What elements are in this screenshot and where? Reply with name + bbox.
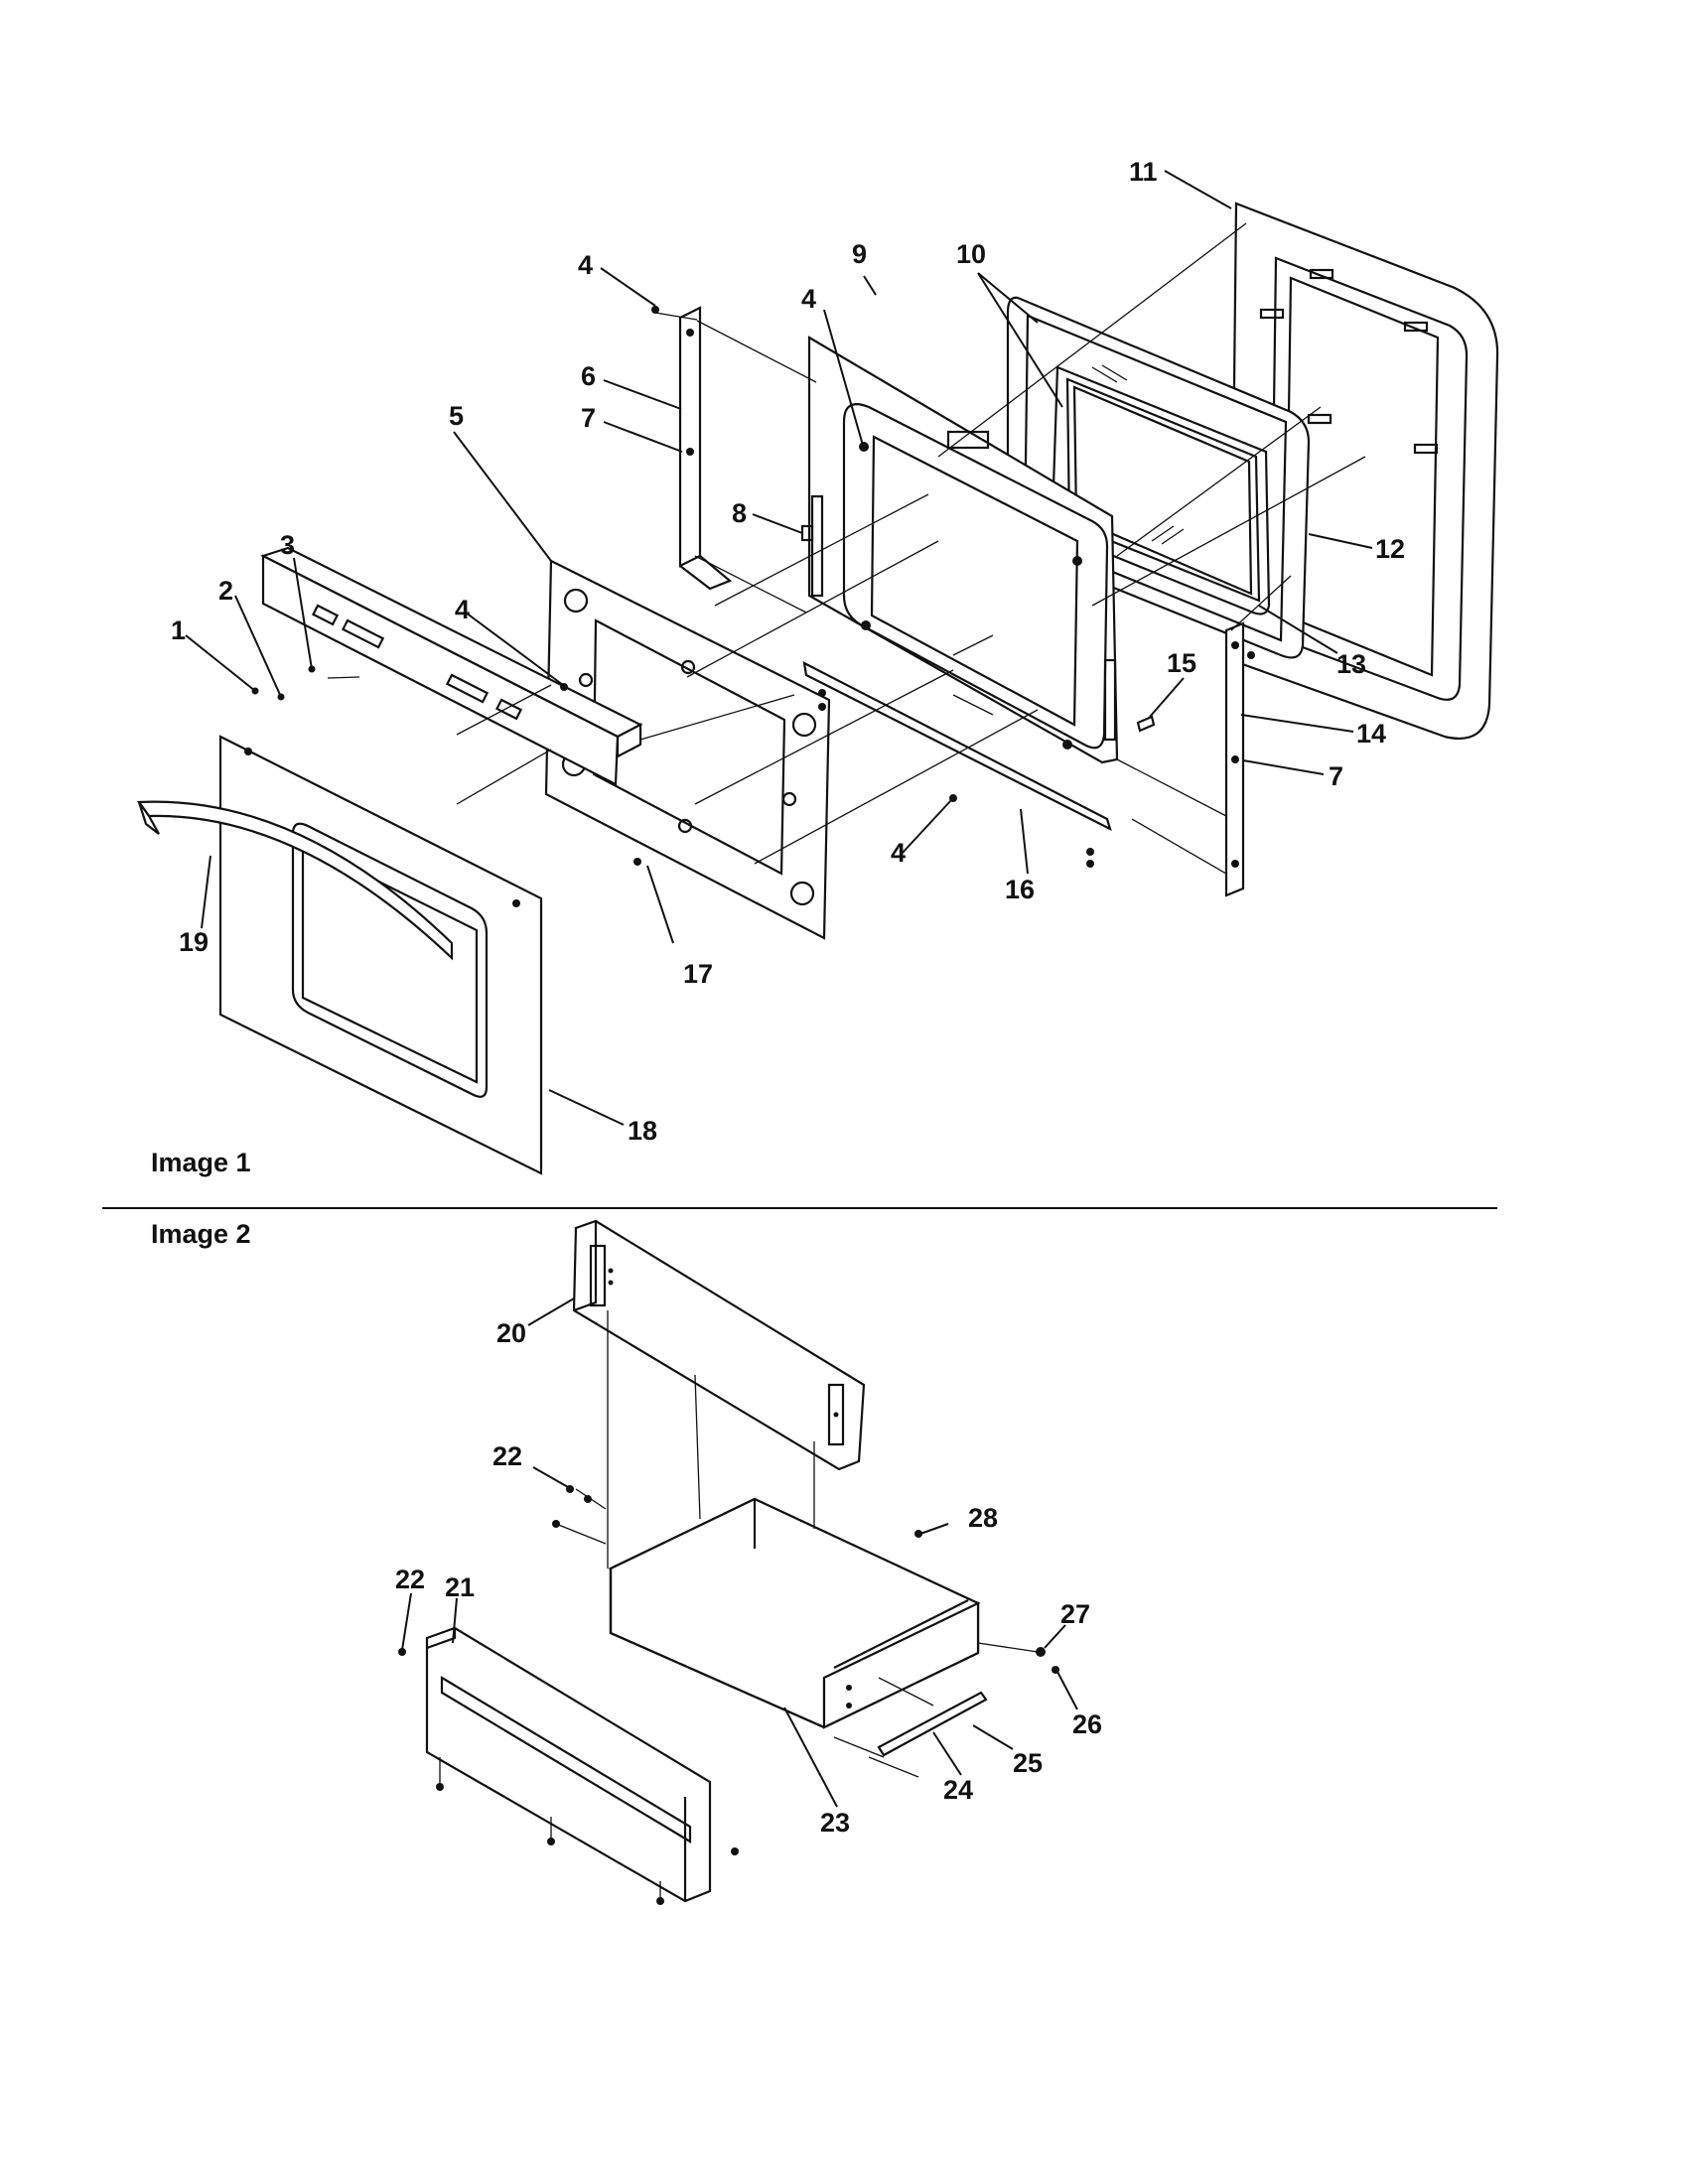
- callout-4: 4: [801, 284, 816, 314]
- callout-7: 7: [581, 403, 596, 433]
- callout-17: 17: [683, 959, 713, 989]
- part-6-left-hinge-channel: [678, 306, 733, 591]
- callout-26: 26: [1072, 1709, 1102, 1739]
- callout-24: 24: [943, 1775, 973, 1805]
- callout-3: 3: [280, 530, 295, 560]
- part-20-back-panel: [572, 1219, 866, 1471]
- screws-and-fasteners: [560, 306, 1255, 868]
- callout-2: 2: [218, 576, 233, 606]
- callout-21: 21: [445, 1572, 475, 1602]
- callout-4: 4: [578, 250, 593, 280]
- callout-14: 14: [1356, 719, 1386, 749]
- part-19-handle: [136, 800, 454, 961]
- callout-19: 19: [179, 927, 209, 957]
- callout-22: 22: [395, 1565, 425, 1594]
- image1-guide-lines: [327, 222, 1366, 875]
- part-9-inner-door-panel: [807, 336, 1119, 764]
- part-14-right-hinge-channel: [1224, 621, 1245, 897]
- image2-leader-lines: [401, 1297, 1078, 1808]
- callout-5: 5: [449, 401, 464, 431]
- callout-4: 4: [891, 838, 906, 868]
- callout-11: 11: [1129, 157, 1158, 187]
- callout-6: 6: [581, 361, 596, 391]
- part-23-drawer-body: [608, 1497, 981, 1729]
- part-21-front-panel: [425, 1626, 712, 1903]
- callout-27: 27: [1060, 1599, 1090, 1629]
- part-24-slide-rail: [877, 1691, 988, 1757]
- callout-4: 4: [455, 595, 470, 624]
- callout-1: 1: [171, 615, 186, 645]
- callout-18: 18: [628, 1116, 657, 1146]
- callout-15: 15: [1167, 648, 1196, 678]
- image2-guide-lines: [439, 1310, 1039, 1901]
- callout-7: 7: [1329, 761, 1343, 791]
- callout-28: 28: [968, 1503, 998, 1533]
- image1-callouts: 1 2 3 4 4 4 4 5 6 7 7 8 9 10 11 12 13 14…: [171, 157, 1405, 1146]
- callout-9: 9: [852, 239, 867, 269]
- callout-16: 16: [1005, 875, 1035, 904]
- image1-caption: Image 1: [151, 1148, 251, 1177]
- image2-storage-drawer-assembly: 20 21 22 22 23 24 25 26 27 28 Image 2: [151, 1219, 1102, 1905]
- callout-25: 25: [1013, 1748, 1043, 1778]
- image1-oven-door-assembly: 1 2 3 4 4 4 4 5 6 7 7 8 9 10 11 12 13 14…: [136, 157, 1499, 1177]
- image1-leader-lines: [185, 170, 1373, 1126]
- callout-10: 10: [956, 239, 986, 269]
- part-18-outer-door-panel: [218, 735, 543, 1175]
- image2-callouts: 20 21 22 22 23 24 25 26 27 28: [395, 1318, 1102, 1838]
- callout-22: 22: [492, 1441, 522, 1471]
- part-16-bottom-strip: [802, 661, 1112, 832]
- part-2-control-strip: [261, 554, 620, 786]
- callout-23: 23: [820, 1808, 850, 1838]
- callout-20: 20: [496, 1318, 526, 1348]
- callout-13: 13: [1336, 649, 1366, 679]
- callout-12: 12: [1375, 534, 1405, 564]
- callout-8: 8: [732, 498, 747, 528]
- image2-caption: Image 2: [151, 1219, 251, 1249]
